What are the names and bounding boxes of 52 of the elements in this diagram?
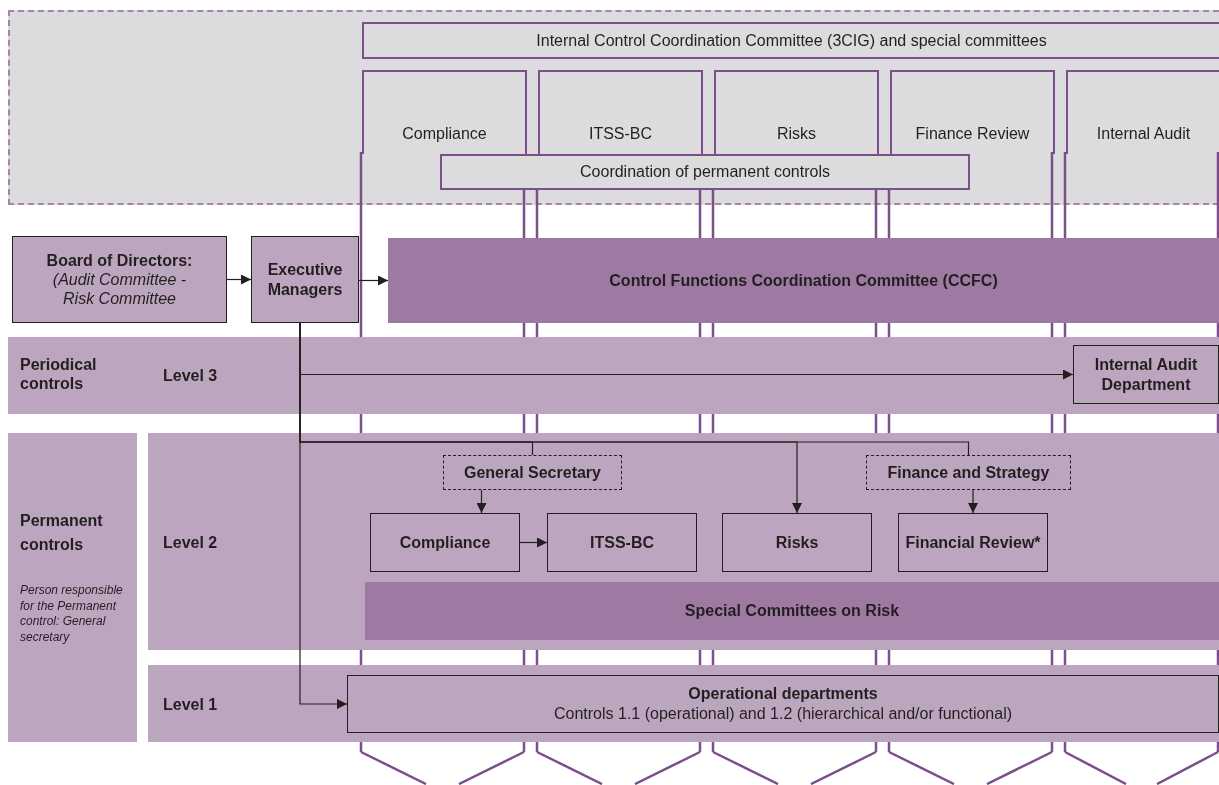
- band-label: Level 3: [163, 366, 219, 386]
- connector-arrow: [968, 489, 978, 514]
- band-label: Periodical controls: [20, 355, 98, 394]
- band-label: Level 1: [163, 695, 218, 715]
- column-title: Internal Audit: [1095, 124, 1192, 144]
- panel-title: Permanent controls: [20, 511, 104, 555]
- committee-band: [388, 238, 1219, 323]
- connector-arrow: [476, 489, 487, 514]
- board-box: [12, 236, 227, 323]
- level-band: [148, 433, 1219, 650]
- department-box: [443, 455, 622, 490]
- box-title: Compliance: [399, 532, 491, 553]
- group-band: [8, 10, 1219, 205]
- function-box: [722, 513, 872, 572]
- box-text: Controls 1.1 (operational) and 1.2 (hierarchical and/or functional): [554, 704, 1012, 724]
- box-title: Board of Directors:: [46, 250, 193, 270]
- box-title: Risks: [775, 532, 819, 553]
- column-title: Compliance: [401, 124, 488, 144]
- box-title: Executive Managers: [266, 260, 344, 299]
- function-box: [547, 513, 697, 572]
- box-title: Control Functions Coordination Committee (CCFC): [609, 270, 998, 291]
- box-title: Financial Review*: [905, 532, 1041, 553]
- column-title: Finance Review: [914, 124, 1031, 144]
- column-title: Risks: [775, 124, 818, 144]
- department-box: [1073, 345, 1219, 404]
- connector-arrow: [226, 274, 252, 285]
- connector-arrow: [358, 275, 389, 286]
- function-box: [370, 513, 520, 572]
- function-box: [898, 513, 1048, 572]
- level-band: [8, 337, 1219, 414]
- level-band: [148, 665, 1219, 742]
- department-box: [866, 455, 1071, 490]
- panel-note: Person responsible for the Permanent control: General secretary: [20, 583, 124, 646]
- committee-box: [362, 22, 1219, 59]
- committee-band: [365, 582, 1219, 640]
- box-title: Coordination of permanent controls: [580, 162, 830, 182]
- department-box: [347, 675, 1219, 733]
- category-panel: [8, 433, 137, 742]
- column-title: ITSS-BC: [587, 124, 654, 144]
- band-label: Level 2: [163, 533, 218, 553]
- coordination-box: [440, 154, 970, 190]
- box-title: ITSS-BC: [590, 532, 654, 553]
- box-title: (Audit Committee - Risk Committee: [51, 269, 188, 309]
- connector-arrow: [519, 537, 548, 548]
- box-title: Internal Audit Department: [1093, 355, 1199, 394]
- box-title: Internal Control Coordination Committee (3CIG) and special committees: [536, 30, 1047, 51]
- executive-box: [251, 236, 359, 323]
- box-title: Operational departments: [688, 684, 878, 704]
- box-title: General Secretary: [464, 462, 601, 483]
- function-column: [1066, 70, 1219, 154]
- box-title: Finance and Strategy: [887, 462, 1050, 483]
- box-title: Special Committees on Risk: [684, 601, 900, 621]
